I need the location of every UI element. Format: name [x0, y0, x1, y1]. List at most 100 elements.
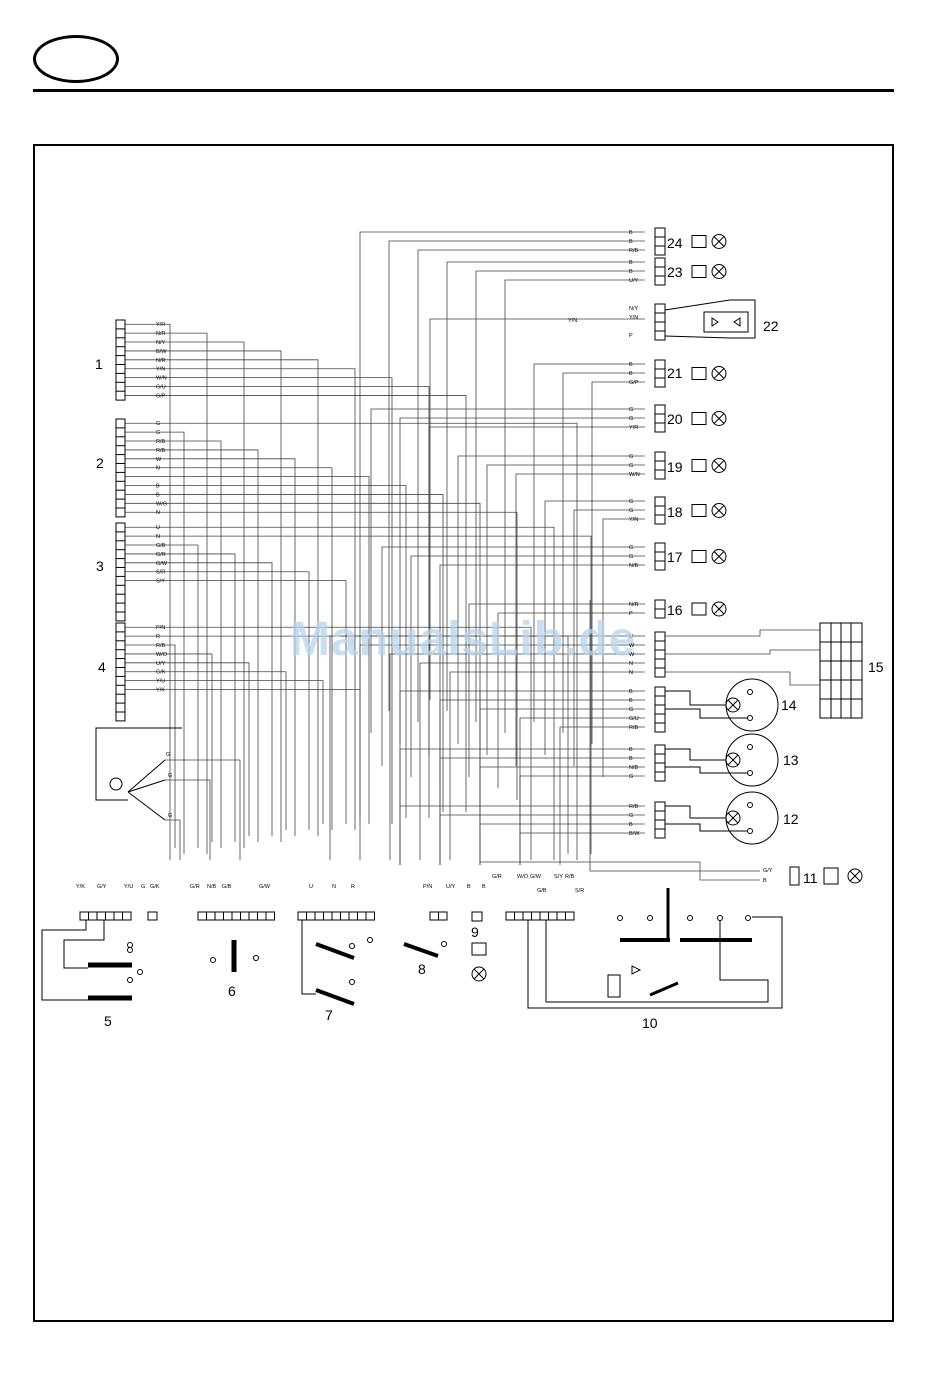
diagram-frame	[33, 144, 894, 1322]
header-rule	[33, 89, 894, 92]
component-number-22: 22	[763, 318, 779, 334]
socket-14-wire-3: G/U	[629, 716, 639, 722]
ground-wire-1: G	[168, 773, 172, 779]
lamp-22-side-label: Y/N	[568, 318, 577, 324]
wire-b1-2	[125, 341, 245, 848]
wire-label-b1-7: G/U	[156, 385, 166, 391]
switch-6-label-2: G/B	[222, 884, 232, 890]
wire-label-b4-1: R	[156, 634, 160, 640]
wire-label-b1-4: N/R	[156, 358, 166, 364]
switch-10-label-0: G/R	[492, 874, 502, 880]
lamp-wire-l19-0	[457, 455, 645, 744]
wire-b2-6	[125, 476, 370, 824]
socket-body-12	[725, 791, 779, 845]
socket-14-path-0	[399, 690, 645, 865]
switch-5-contact	[127, 947, 133, 953]
lamp-wire-label-l17-0: G	[629, 545, 633, 551]
connector-14	[654, 686, 666, 733]
wire-label-b4-5: G/K	[156, 670, 166, 676]
socket-12-path-2	[479, 823, 645, 865]
lamp-wire-label-l21-1: B	[629, 371, 633, 377]
ground-wire-0: G	[166, 752, 170, 758]
socket-13-path-1	[439, 757, 645, 865]
switch-9-bulb	[471, 966, 487, 982]
wire-b1-6	[125, 377, 393, 824]
socket-14-path-3	[519, 717, 645, 865]
socket-lead	[665, 823, 748, 832]
connector-15-wire-path-3	[419, 662, 645, 860]
lamp-wire-l24-1	[388, 240, 645, 711]
connector-11-wire-1: B	[763, 878, 767, 884]
connector-15-wire-2: W	[629, 652, 635, 658]
lamp-wire-l23-2	[504, 279, 645, 733]
bulb-l17-x2	[713, 551, 725, 562]
wire-b2-7	[125, 485, 407, 818]
bulb-l20-x2	[713, 413, 725, 424]
component-number-10: 10	[642, 1015, 658, 1031]
component-number-17: 17	[667, 549, 683, 565]
lamp-22-wire-1: Y/N	[629, 315, 638, 321]
lamp-wire-label-l21-2: G/P	[629, 380, 639, 386]
connector-15-wire-path-0	[329, 635, 645, 860]
lamp-wire-l17-2	[439, 564, 645, 788]
wire-b4-3	[125, 653, 213, 842]
lamp-socket	[691, 602, 707, 616]
switch-5-label-0: Y/K	[76, 884, 85, 890]
bulb-l19	[711, 458, 727, 473]
switch-7-contact	[349, 979, 355, 985]
socket-lead	[665, 690, 726, 706]
lamp-wire-l23-0	[446, 261, 645, 711]
lamp-wire-l19-1	[486, 464, 645, 755]
wire-b4-0	[125, 626, 532, 860]
components	[41, 227, 863, 1009]
lamp-wire-l24-0	[359, 231, 645, 700]
switch-10-label-5: R/B	[565, 874, 575, 880]
lamp-connector-l20	[654, 404, 666, 433]
switch-5-terminal-extra	[147, 911, 158, 921]
switch-10-diode	[631, 965, 642, 975]
socket-12-wire-1: G	[629, 813, 633, 819]
socket-13-wire-0: B	[629, 747, 633, 753]
diode-loop-22	[664, 299, 756, 339]
diode-1-22	[711, 317, 719, 327]
wire-b3-5	[125, 571, 310, 830]
switch-10-contact	[647, 915, 653, 921]
switch-10-label-2: G/W	[530, 874, 542, 880]
wire-b2-5	[125, 467, 333, 830]
lamp-wire-l16-0	[468, 603, 645, 777]
wire-label-b1-1: N/R	[156, 331, 166, 337]
switch-6-label-1: N/B	[207, 884, 217, 890]
lamp-wire-label-l20-1: G	[629, 416, 633, 422]
component-number-12: 12	[783, 811, 799, 827]
wire-b3-4	[125, 562, 273, 836]
wire-label-b2-8: B	[156, 492, 160, 498]
switch-6-terminals	[197, 911, 275, 921]
wire-label-b1-0: Y/R	[156, 322, 165, 328]
connector-15-wire-3: N	[629, 661, 633, 667]
lamp-wire-label-l18-1: G	[629, 508, 633, 514]
wire-label-b3-1: N	[156, 534, 160, 540]
socket-12-wire-3: B/W	[629, 831, 640, 837]
switch-6-label-0: G/R	[190, 884, 200, 890]
component-number-11: 11	[803, 870, 818, 886]
wire-label-b4-3: W/O	[156, 652, 168, 658]
ground-lead-1	[127, 759, 166, 793]
wire-b4-4	[125, 662, 250, 836]
socket-13-path-2	[479, 766, 645, 865]
lamp-connector-l18	[654, 496, 666, 525]
socket-pin	[747, 744, 753, 750]
component-number-6: 6	[228, 983, 236, 999]
switch-7-label-1: N	[332, 884, 336, 890]
component-number-8: 8	[418, 961, 426, 977]
strip-link-1	[665, 629, 820, 637]
switch-8-label-0: P/N	[423, 884, 432, 890]
component-number-23: 23	[667, 264, 683, 280]
bulb-l21-x2	[713, 368, 725, 379]
component-number-19: 19	[667, 459, 683, 475]
wire-b4-1	[125, 635, 569, 854]
wire-b2-4	[125, 458, 296, 836]
wire-label-b2-7: B	[156, 484, 160, 490]
bulb-l23	[711, 264, 727, 279]
component-number-21: 21	[667, 365, 683, 381]
